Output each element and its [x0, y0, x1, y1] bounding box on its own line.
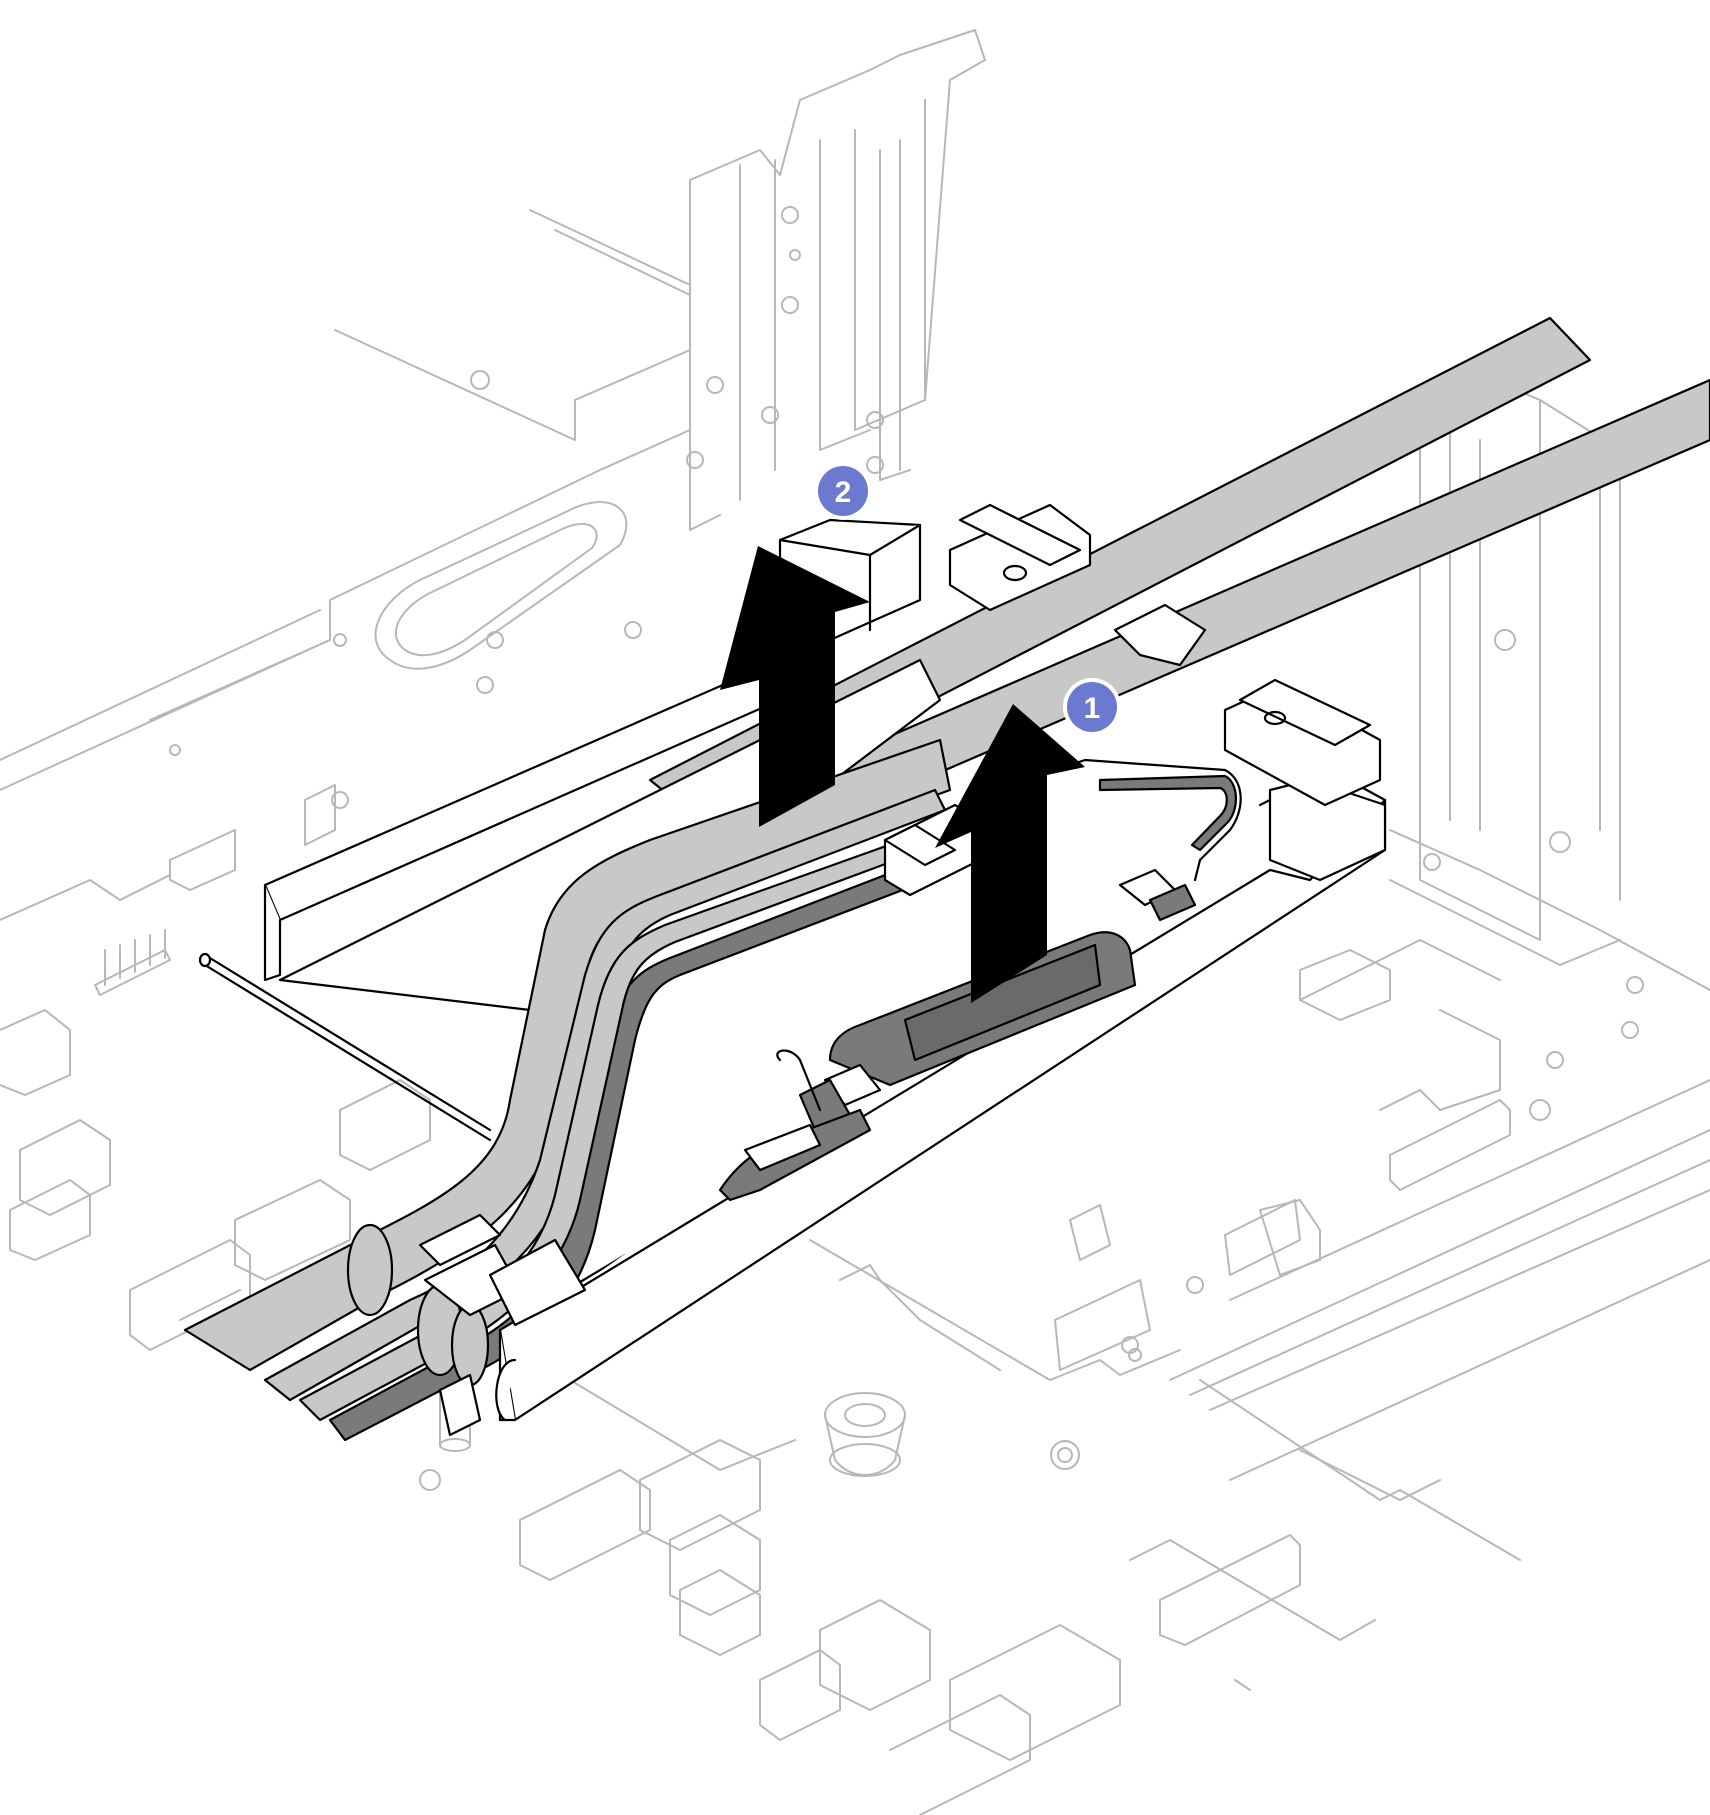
chassis-background [0, 29, 1710, 1815]
lift-arrow-1 [935, 704, 1085, 1003]
callout-2: 2 [814, 462, 872, 520]
callout-1-label: 1 [1084, 692, 1101, 725]
callout-1-circle [1067, 682, 1117, 732]
callout-1: 1 [1063, 678, 1121, 736]
callout-2-label: 2 [835, 476, 852, 509]
hose-tray-right [495, 603, 1387, 1422]
lift-arrow-2 [720, 546, 870, 827]
callout-2-circle [818, 466, 868, 516]
hose-clip-front [418, 803, 982, 1437]
